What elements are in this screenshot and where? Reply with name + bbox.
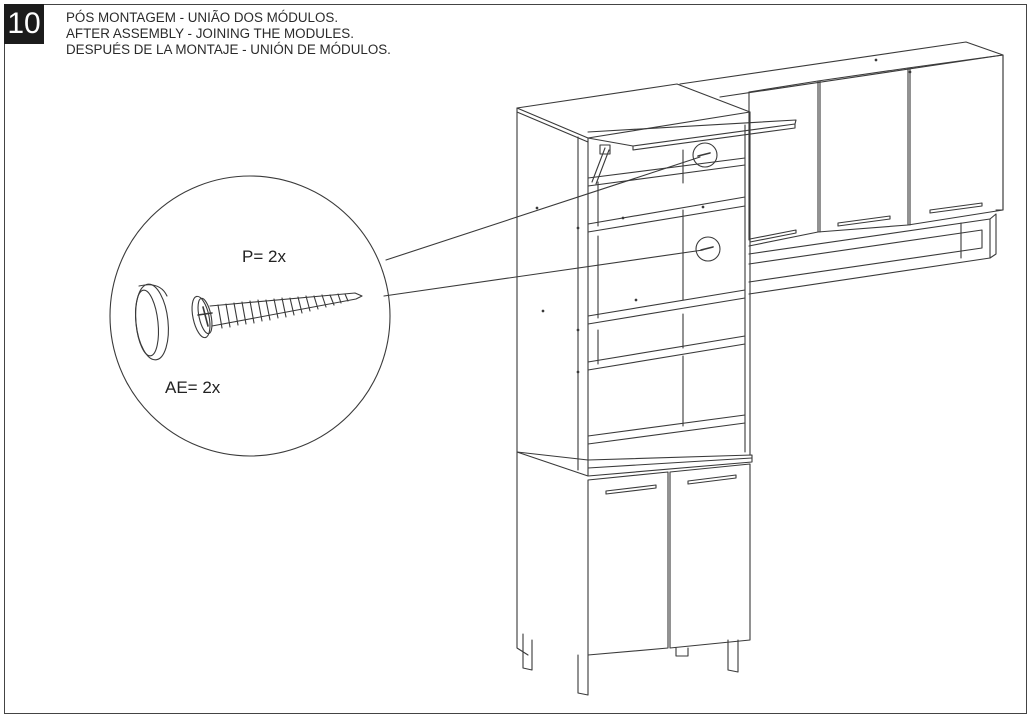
screw-quantity-label: P= 2x (242, 247, 286, 266)
screw-hole-top (692, 142, 718, 168)
instruction-titles: PÓS MONTAGEM - UNIÃO DOS MÓDULOS. AFTER … (66, 10, 391, 58)
cap-quantity-label: AE= 2x (165, 378, 221, 397)
screw-icon (191, 292, 363, 339)
instruction-spanish: DESPUÉS DE LA MONTAJE - UNIÓN DE MÓDULOS… (66, 42, 391, 57)
screw-cap-icon (134, 283, 169, 361)
callout-leader-bottom (383, 249, 704, 297)
screw-hole-bottom (695, 236, 721, 262)
lower-right-door (669, 463, 751, 649)
tall-pantry-cabinet (516, 83, 797, 696)
lower-left-door (587, 471, 669, 656)
hardware-callout (109, 156, 704, 457)
page-frame (4, 4, 1027, 714)
callout-leader-top (385, 156, 701, 261)
upper-wall-cabinets (679, 41, 1004, 295)
step-number-badge: 10 (4, 4, 44, 44)
callout-circle (109, 175, 391, 457)
instruction-english: AFTER ASSEMBLY - JOINING THE MODULES. (66, 26, 354, 41)
instruction-portuguese: PÓS MONTAGEM - UNIÃO DOS MÓDULOS. (66, 10, 339, 25)
